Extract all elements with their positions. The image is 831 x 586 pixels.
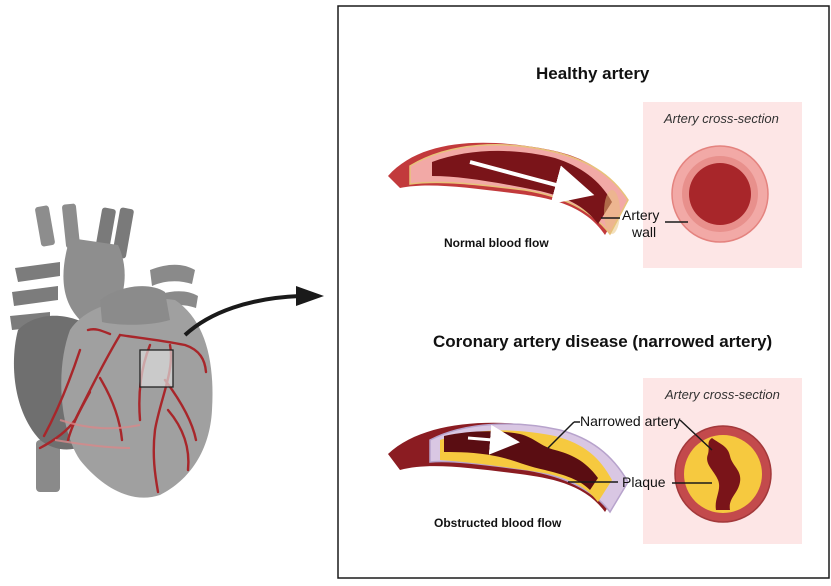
plaque-label: Plaque (622, 474, 666, 490)
artery-wall-label-line1: Artery (622, 207, 659, 223)
disease-title: Coronary artery disease (narrowed artery… (433, 332, 772, 352)
narrowed-artery-label: Narrowed artery (580, 413, 680, 429)
zoom-arrow-head (296, 286, 324, 306)
healthy-cross-section-label: Artery cross-section (664, 111, 779, 126)
artery-wall-label-line2: wall (632, 224, 656, 240)
disease-cross-section (675, 426, 771, 522)
zoom-arrow (185, 296, 300, 335)
highlight-box (140, 350, 173, 387)
disease-cross-section-label: Artery cross-section (665, 387, 780, 402)
normal-flow-label: Normal blood flow (444, 236, 549, 250)
obstructed-flow-label: Obstructed blood flow (434, 516, 561, 530)
heart-illustration (10, 203, 213, 497)
healthy-title: Healthy artery (536, 64, 649, 84)
